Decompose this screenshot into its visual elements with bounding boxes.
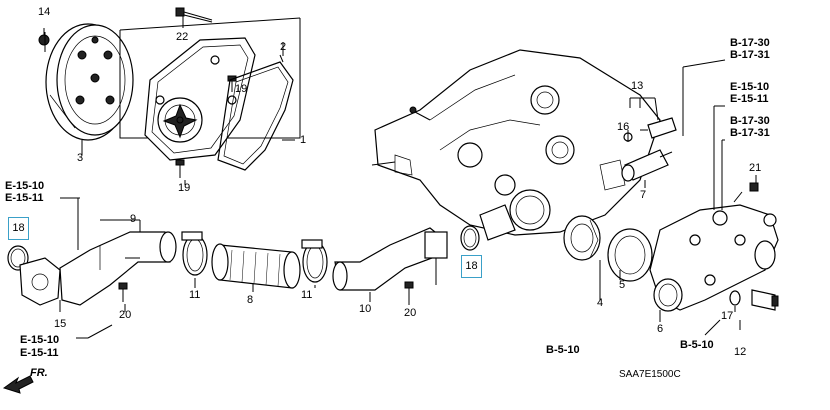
pulley (45, 23, 134, 141)
pipe-9 (59, 231, 177, 306)
part-label-13: 13 (631, 80, 644, 92)
flange-15 (19, 257, 61, 306)
direction-label: FR. (30, 367, 48, 379)
part-label-20-right: 20 (404, 307, 417, 319)
bolt-20-right (404, 281, 414, 300)
bolts-19 (175, 75, 237, 178)
part-label-19-top: 19 (235, 83, 248, 95)
part-label-6: 6 (657, 323, 664, 335)
sensor-assembly (621, 117, 677, 182)
bolt-20-left (118, 282, 128, 302)
ref-b-17-30-mid[interactable]: B-17-30 (730, 115, 770, 127)
cylinder-block (371, 49, 661, 241)
water-pump (144, 37, 256, 161)
part-label-4: 4 (597, 297, 604, 309)
hose-8 (211, 243, 301, 289)
ref-e-15-10-bottom[interactable]: E-15-10 (20, 334, 60, 346)
bolt-14 (38, 28, 50, 46)
sensor-12 (729, 289, 779, 311)
part-label-2: 2 (280, 41, 287, 53)
ref-b-17-30-top[interactable]: B-17-30 (730, 37, 770, 49)
part-label-11-right: 11 (301, 289, 313, 301)
part-label-17: 17 (721, 310, 734, 322)
part-label-15: 15 (54, 318, 67, 330)
o-ring-right (460, 225, 480, 251)
part-label-8: 8 (247, 294, 254, 306)
part-label-14: 14 (38, 6, 51, 18)
diagram-code: SAA7E1500C (619, 369, 681, 380)
bolt-21 (733, 182, 759, 203)
part-label-3: 3 (77, 152, 84, 164)
part-label-18-left: 18 (8, 217, 29, 240)
part-label-20-left: 20 (119, 309, 132, 321)
part-label-16: 16 (617, 121, 630, 133)
part-label-21: 21 (749, 162, 762, 174)
ref-e-15-10-right[interactable]: E-15-10 (730, 81, 770, 93)
bolt-22 (175, 7, 213, 23)
part-label-9: 9 (130, 213, 137, 225)
clamp-right (301, 239, 328, 283)
part-label-5: 5 (619, 279, 626, 291)
ref-b-5-10-left[interactable]: B-5-10 (546, 344, 580, 356)
thermostat (563, 215, 653, 282)
ref-e-15-10-left[interactable]: E-15-10 (5, 180, 45, 192)
part-label-12: 12 (734, 346, 747, 358)
thermostat-housing (649, 204, 779, 312)
ref-b-17-31-mid[interactable]: B-17-31 (730, 127, 770, 139)
part-label-19-bottom: 19 (178, 182, 191, 194)
pipe-10 (332, 227, 448, 291)
part-label-18-right: 18 (461, 255, 482, 278)
part-label-10: 10 (359, 303, 372, 315)
ref-e-15-11-right[interactable]: E-15-11 (730, 93, 769, 105)
part-label-11-left: 11 (189, 289, 201, 301)
gasket (217, 54, 294, 171)
part-label-1: 1 (300, 134, 307, 146)
part-label-7: 7 (640, 189, 647, 201)
ref-e-15-11-left[interactable]: E-15-11 (5, 192, 44, 204)
ref-b-5-10-right[interactable]: B-5-10 (680, 339, 714, 351)
leader-lines (44, 16, 757, 339)
fr-arrow-icon (2, 375, 34, 394)
ref-b-17-31-top[interactable]: B-17-31 (730, 49, 770, 61)
clamp-left (181, 231, 208, 276)
part-label-22: 22 (176, 31, 189, 43)
ref-e-15-11-bottom[interactable]: E-15-11 (20, 347, 59, 359)
